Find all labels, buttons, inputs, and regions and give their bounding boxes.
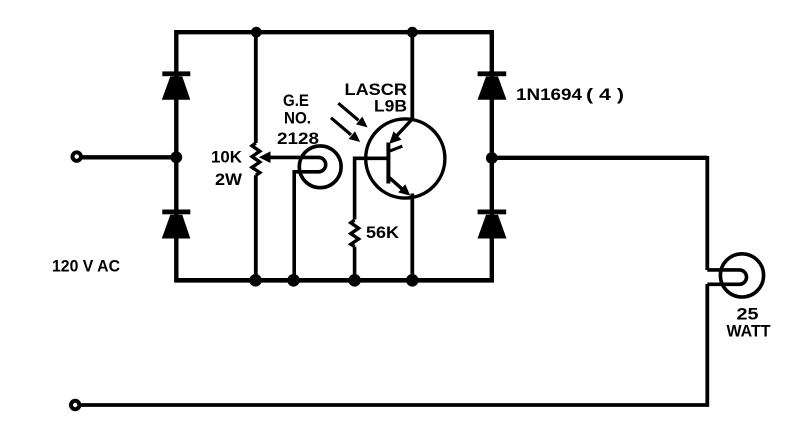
svg-text:10K: 10K: [211, 148, 243, 167]
svg-text:2128: 2128: [277, 129, 319, 148]
svg-text:2W: 2W: [215, 170, 243, 189]
svg-text:NO.: NO.: [284, 109, 311, 128]
svg-text:( 4 ): ( 4 ): [586, 85, 624, 104]
svg-text:WATT: WATT: [727, 322, 772, 341]
svg-text:L9B: L9B: [374, 97, 407, 116]
svg-text:G.E: G.E: [283, 91, 309, 110]
svg-text:1N1694: 1N1694: [516, 85, 583, 104]
svg-text:120 V AC: 120 V AC: [52, 257, 120, 276]
svg-text:25: 25: [737, 305, 759, 324]
svg-text:LASCR: LASCR: [345, 80, 408, 99]
svg-text:56K: 56K: [366, 223, 400, 242]
